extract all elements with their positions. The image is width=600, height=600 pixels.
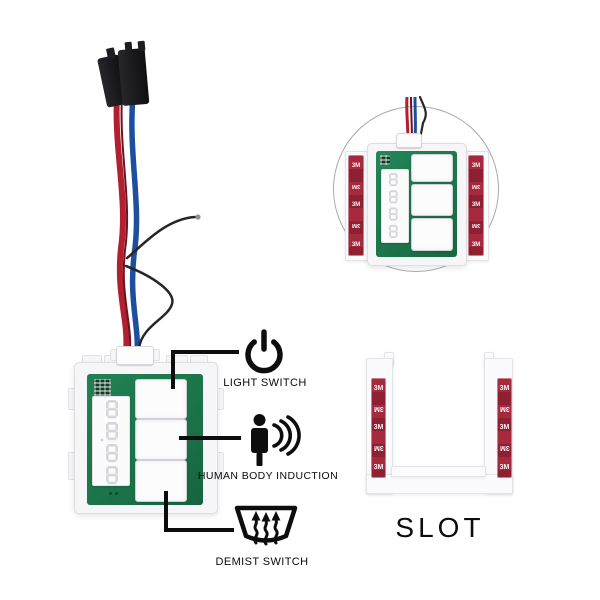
adhesive-brand-mark: 3M — [351, 202, 361, 209]
adhesive-brand-mark: 3M — [351, 242, 361, 249]
adhesive-brand-mark: 3M — [351, 162, 361, 169]
inset-display-digits — [389, 173, 398, 238]
human-body-induction-label: HUMAN BODY INDUCTION — [197, 470, 339, 482]
demist-icon — [234, 505, 298, 546]
inset-qr-code — [380, 155, 390, 165]
qr-code — [94, 379, 111, 396]
adhesive-strip: 3M 3M 3M 3M 3M — [468, 155, 484, 256]
touch-pad-induction — [135, 419, 187, 460]
adhesive-brand-mark: 3M — [351, 222, 361, 229]
adhesive-brand-mark: 3M — [499, 463, 510, 471]
seven-segment-digits — [100, 400, 118, 485]
dark-red-wire — [120, 95, 132, 353]
adhesive-strip: 3M 3M 3M 3M 3M — [348, 155, 364, 256]
human-body-induction-icon — [251, 414, 301, 466]
adhesive-brand-mark: 3M — [373, 424, 384, 432]
black-wire-loop — [124, 264, 174, 350]
wire-connector — [116, 346, 154, 365]
adhesive-strip: 3M 3M 3M 3M 3M — [497, 378, 512, 478]
adhesive-brand-mark: 3M — [373, 444, 384, 452]
plug-left-prong — [105, 47, 117, 60]
sensor-wire — [125, 215, 197, 260]
touch-pad-light — [135, 379, 187, 419]
slot-inner-lip — [391, 466, 486, 477]
light-switch-label: LIGHT SWITCH — [223, 377, 307, 389]
inset-touch-pad — [411, 184, 453, 216]
seven-segment-display — [92, 396, 130, 486]
adhesive-brand-mark: 3M — [351, 182, 361, 189]
slot-label: SLOT — [395, 512, 485, 543]
plug-right-prong-1 — [124, 41, 133, 53]
adhesive-brand-mark: 3M — [373, 463, 384, 471]
adhesive-brand-mark: 3M — [471, 242, 481, 249]
power-icon — [245, 329, 283, 374]
adhesive-brand-mark: 3M — [471, 202, 481, 209]
pcb-led-dot — [109, 492, 112, 495]
plug-right-prong-2 — [137, 40, 146, 52]
blue-wire — [129, 95, 141, 353]
adhesive-brand-mark: 3M — [499, 385, 510, 393]
demist-switch-label: DEMIST SWITCH — [215, 556, 309, 568]
adhesive-brand-mark: 3M — [499, 424, 510, 432]
slot-bottom-bar — [366, 474, 513, 494]
adhesive-brand-mark: 3M — [471, 182, 481, 189]
touch-pad-demist — [135, 460, 187, 502]
red-wire — [113, 95, 130, 353]
adhesive-brand-mark: 3M — [471, 222, 481, 229]
sensor-wire-tip — [195, 214, 201, 220]
wire-plug-right — [117, 47, 150, 107]
inset-touch-pad — [411, 154, 453, 182]
adhesive-brand-mark: 3M — [471, 162, 481, 169]
adhesive-strip: 3M 3M 3M 3M 3M — [371, 378, 386, 478]
magnifier-inset: 3M 3M 3M 3M 3M 3M 3M 3M 3M 3M — [333, 95, 499, 272]
pcb-led-dot — [115, 492, 118, 495]
inset-wire-connector — [396, 133, 422, 148]
inset-touch-pad — [411, 218, 453, 251]
adhesive-brand-mark: 3M — [499, 404, 510, 412]
slot-piece: 3M 3M 3M 3M 3M 3M 3M 3M 3M 3M — [364, 350, 516, 496]
inset-display — [381, 169, 409, 243]
adhesive-brand-mark: 3M — [373, 385, 384, 393]
adhesive-brand-mark: 3M — [373, 404, 384, 412]
adhesive-brand-mark: 3M — [499, 444, 510, 452]
